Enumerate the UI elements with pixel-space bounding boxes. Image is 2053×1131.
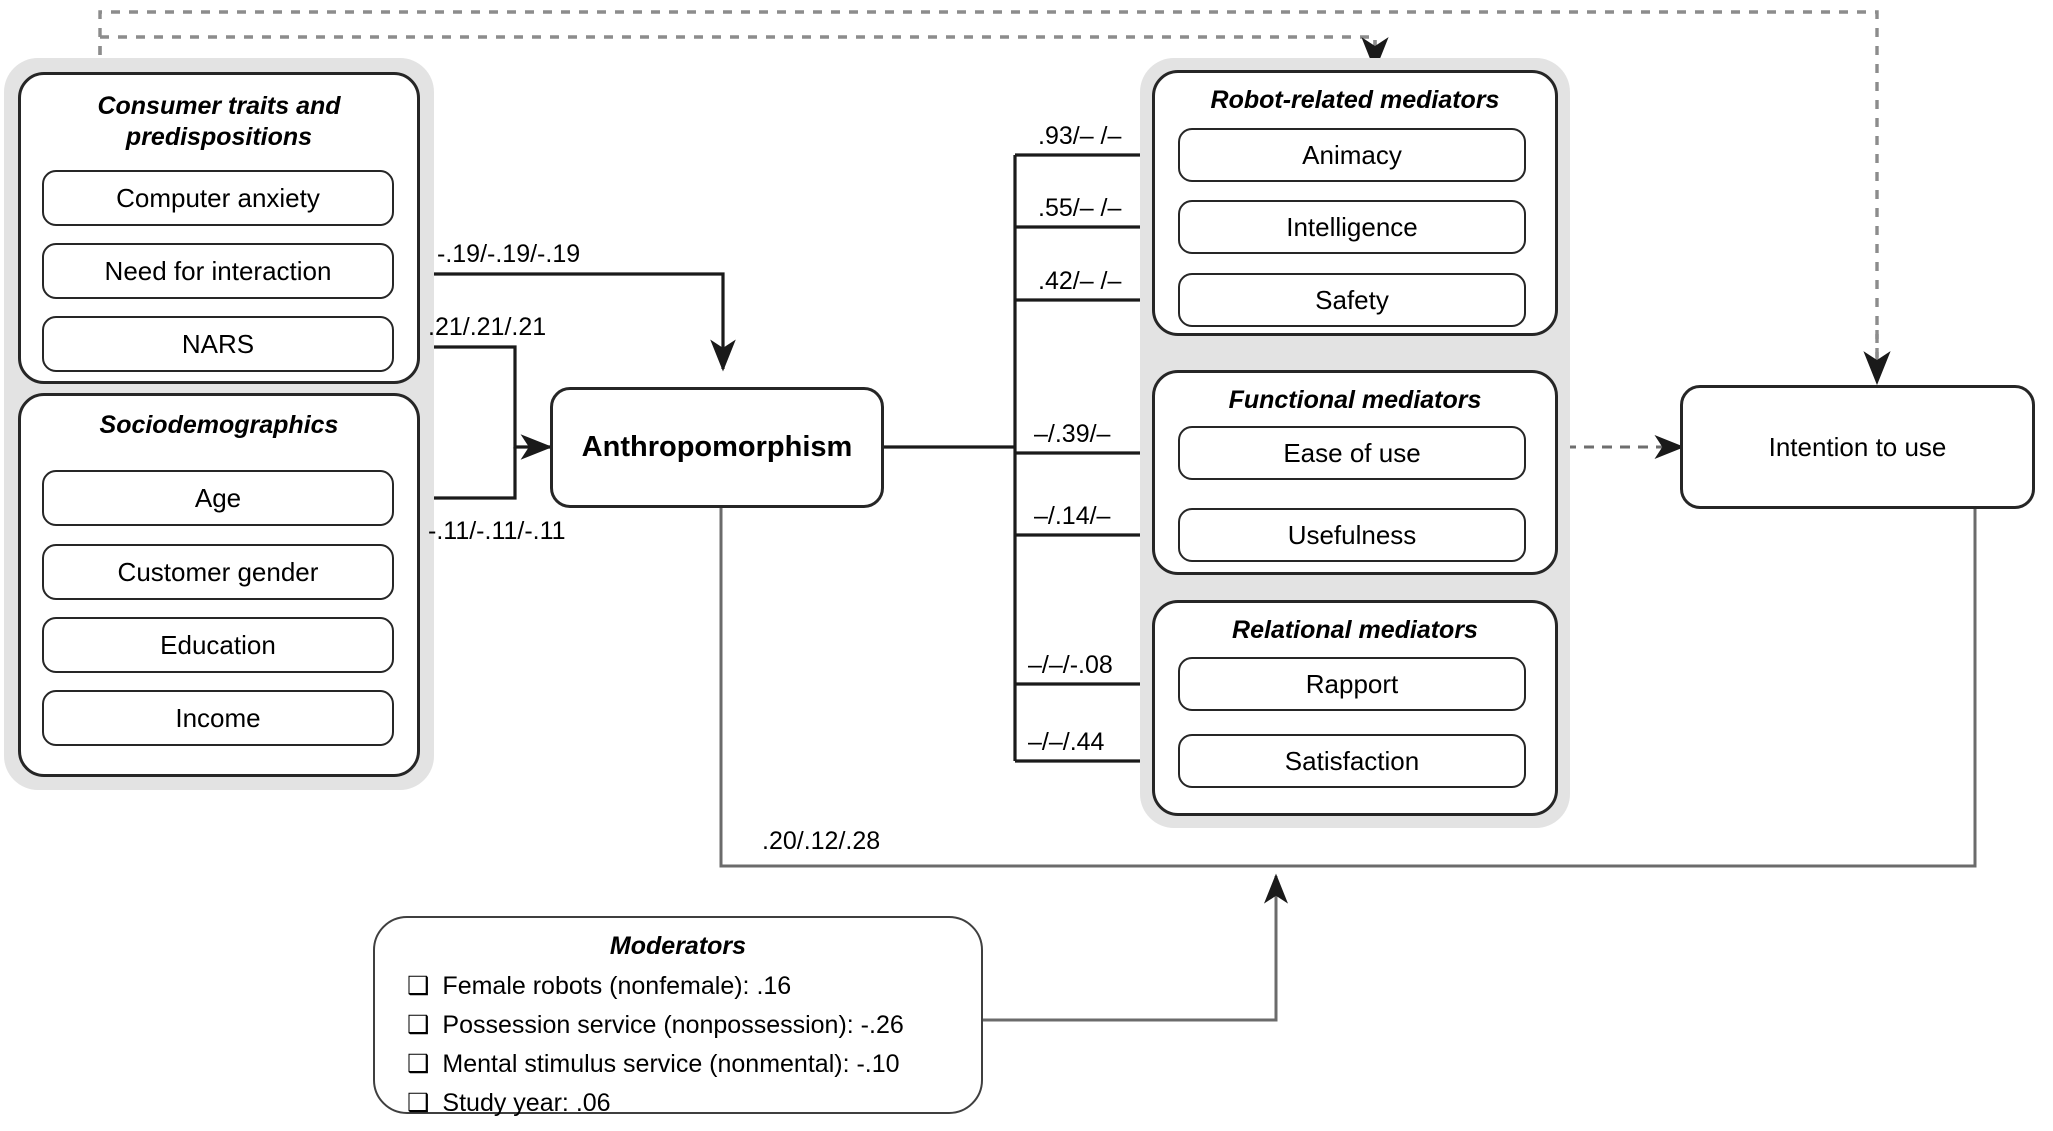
node-label: Computer anxiety <box>116 182 320 213</box>
node-customer-gender[interactable]: Customer gender <box>42 544 394 600</box>
moderator-label: Study year: .06 <box>442 1089 611 1117</box>
node-nars[interactable]: NARS <box>42 316 394 372</box>
path-label-age-to-anthropomorphism: -.11/-.11/-.11 <box>428 517 566 545</box>
node-label: Animacy <box>1302 139 1402 170</box>
node-label: NARS <box>181 328 255 359</box>
moderator-label: Mental stimulus service (nonmental): -.1… <box>442 1050 900 1078</box>
checkbox-icon[interactable]: ❑ <box>407 1089 430 1117</box>
node-usefulness[interactable]: Usefulness <box>1178 508 1526 562</box>
moderators-title: Moderators <box>609 932 747 960</box>
node-rapport[interactable]: Rapport <box>1178 657 1526 711</box>
node-label: Intention to use <box>1768 431 1947 462</box>
path-label-anthropomorphism-to-usefulness: –/.14/– <box>1034 502 1111 530</box>
path-label-anthropomorphism-to-intelligence: .55/– /– <box>1038 194 1122 222</box>
panel-title-functional-mediators: Functional mediators <box>1228 386 1482 414</box>
node-need-for-interaction[interactable]: Need for interaction <box>42 243 394 299</box>
node-ease-of-use[interactable]: Ease of use <box>1178 426 1526 480</box>
moderator-list-item[interactable]: ❑ Possession service (nonpossession): -.… <box>407 1006 981 1045</box>
node-computer-anxiety[interactable]: Computer anxiety <box>42 170 394 226</box>
checkbox-icon[interactable]: ❑ <box>407 1011 430 1039</box>
path-label-anthropomorphism-to-ease-of-use: –/.39/– <box>1034 420 1111 448</box>
node-label: Safety <box>1315 284 1389 315</box>
wire-anthropomorphism-trunk <box>884 155 1017 761</box>
node-satisfaction[interactable]: Satisfaction <box>1178 734 1526 788</box>
node-label: Need for interaction <box>104 255 332 286</box>
path-label-anthropomorphism-to-rapport: –/–/-.08 <box>1028 651 1113 679</box>
node-safety[interactable]: Safety <box>1178 273 1526 327</box>
node-label: Intelligence <box>1286 211 1418 242</box>
moderator-list-item[interactable]: ❑ Mental stimulus service (nonmental): -… <box>407 1045 981 1084</box>
node-label: Age <box>194 482 242 513</box>
node-label: Satisfaction <box>1284 745 1420 776</box>
node-label: Anthropomorphism <box>581 431 853 463</box>
node-intention-to-use[interactable]: Intention to use <box>1680 385 2035 509</box>
wire-moderators-to-path <box>983 873 1288 1022</box>
node-animacy[interactable]: Animacy <box>1178 128 1526 182</box>
panel-title-relational-mediators: Relational mediators <box>1232 616 1478 644</box>
panel-title-sociodemographics: Sociodemographics <box>99 411 339 439</box>
node-intelligence[interactable]: Intelligence <box>1178 200 1526 254</box>
panel-moderators: Moderators ❑ Female robots (nonfemale): … <box>373 916 983 1117</box>
node-label: Income <box>175 702 261 733</box>
node-anthropomorphism[interactable]: Anthropomorphism <box>550 387 884 508</box>
path-label-anthropomorphism-to-intention: .20/.12/.28 <box>762 827 881 855</box>
node-age[interactable]: Age <box>42 470 394 526</box>
moderator-list-item[interactable]: ❑ Female robots (nonfemale): .16 <box>407 967 981 1006</box>
node-label: Ease of use <box>1283 437 1421 468</box>
panel-title-consumer-traits: Consumer traits and predispositions <box>97 92 341 151</box>
node-label: Customer gender <box>117 556 319 587</box>
path-label-need-for-interaction-to-anthropomorphism: -.19/-.19/-.19 <box>437 240 581 268</box>
node-education[interactable]: Education <box>42 617 394 673</box>
checkbox-icon[interactable]: ❑ <box>407 1050 430 1078</box>
moderator-list-item[interactable]: ❑ Study year: .06 <box>407 1084 981 1123</box>
panel-title-robot-related-mediators: Robot-related mediators <box>1210 86 1500 114</box>
node-label: Usefulness <box>1287 519 1417 550</box>
path-label-anthropomorphism-to-animacy: .93/– /– <box>1038 122 1122 150</box>
checkbox-icon[interactable]: ❑ <box>407 972 430 1000</box>
moderator-label: Female robots (nonfemale): .16 <box>442 972 792 1000</box>
moderator-label: Possession service (nonpossession): -.26 <box>442 1011 904 1039</box>
node-label: Rapport <box>1305 668 1399 699</box>
path-label-anthropomorphism-to-safety: .42/– /– <box>1038 267 1122 295</box>
node-label: Education <box>160 629 276 660</box>
path-label-anthropomorphism-to-satisfaction: –/–/.44 <box>1028 728 1105 756</box>
node-income[interactable]: Income <box>42 690 394 746</box>
path-label-nars-to-anthropomorphism: .21/.21/.21 <box>428 313 547 341</box>
moderators-list: ❑ Female robots (nonfemale): .16 ❑ Posse… <box>375 967 981 1123</box>
